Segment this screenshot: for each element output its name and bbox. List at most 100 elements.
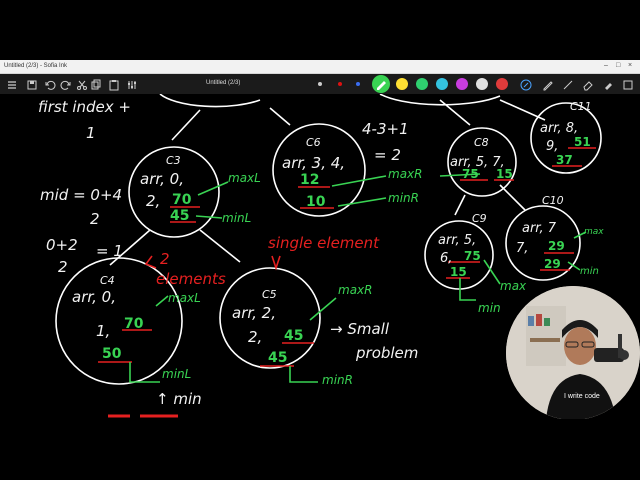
menu-icon[interactable]: [6, 78, 18, 90]
c10-red-underlines: [540, 252, 574, 271]
color-red[interactable]: [496, 78, 508, 90]
eraser-tool-icon[interactable]: [582, 78, 594, 91]
close-icon[interactable]: ×: [628, 62, 633, 69]
small-problem-line1: → Small: [330, 320, 390, 338]
pen-tool-icon[interactable]: [520, 78, 532, 91]
c5-maxr-line: [309, 297, 337, 321]
c10-max-value: 29: [548, 239, 565, 253]
c9-args: arr, 5,: [438, 233, 476, 248]
c10-id: C10: [542, 194, 564, 207]
c4-minl-line: [129, 362, 160, 383]
note-frac-bottom: 2: [58, 258, 68, 276]
c10-args: arr, 7: [522, 221, 557, 236]
c9-min-line: [459, 278, 476, 301]
shapes-tool-icon[interactable]: [622, 78, 634, 90]
undo-icon[interactable]: [44, 78, 56, 90]
minimize-icon[interactable]: –: [604, 62, 608, 69]
color-blue-small[interactable]: [356, 82, 360, 86]
c10-arg2: 7,: [516, 241, 528, 256]
c6-maxr-line: [331, 175, 387, 187]
c6-minr-line: [337, 197, 387, 207]
c3-max-label: maxL: [228, 171, 261, 185]
c9-max-line: [483, 259, 501, 285]
c4-id: C4: [100, 274, 115, 287]
c5-args: arr, 2,: [232, 304, 276, 322]
note-elements: elements: [156, 270, 226, 288]
c9-min-value: 15: [450, 265, 467, 279]
c6-args: arr, 3, 4,: [282, 154, 345, 172]
parent-node-partial-right: [379, 94, 501, 106]
c5-max-value: 45: [284, 328, 303, 344]
maximize-icon[interactable]: □: [616, 62, 621, 69]
node-c3: [128, 146, 220, 238]
c8-min-value: 15: [496, 167, 513, 181]
top-black-bar: [0, 0, 640, 60]
c4-min-value: 50: [102, 346, 122, 362]
c5-min-value: 45: [268, 350, 287, 366]
c11-arg2: 9,: [546, 139, 558, 154]
save-icon[interactable]: [26, 78, 38, 90]
color-green-active[interactable]: [372, 75, 390, 93]
c3-arg2: 2,: [146, 192, 160, 210]
color-cyan[interactable]: [436, 78, 448, 90]
color-white[interactable]: [476, 78, 488, 90]
edge-c8-c9: [454, 194, 466, 216]
c8-id: C8: [474, 136, 489, 149]
cut-icon[interactable]: [76, 78, 88, 90]
node-c11: [530, 102, 602, 174]
small-problem-line2: problem: [355, 344, 418, 362]
node-c10: [505, 205, 581, 281]
c8-args: arr, 5, 7,: [450, 155, 505, 170]
formula-bottom: = 2: [374, 146, 401, 164]
c11-red-underlines: [552, 147, 596, 167]
settings-icon[interactable]: [126, 78, 138, 90]
color-white-small[interactable]: [318, 82, 322, 86]
c10-max-line: [573, 231, 587, 239]
c6-max-label: maxR: [388, 167, 422, 181]
edge-c3-c5: [199, 229, 241, 263]
c4-min-label: minL: [162, 367, 191, 381]
c9-max-value: 75: [464, 249, 481, 263]
c9-arg2: 6,: [440, 251, 452, 266]
c10-min-line: [567, 261, 581, 271]
redo-icon[interactable]: [60, 78, 72, 90]
edge-root-c3: [171, 109, 201, 141]
color-yellow[interactable]: [396, 78, 408, 90]
formula-top: 4-3+1: [362, 120, 409, 138]
paste-icon[interactable]: [108, 78, 120, 91]
c3-id: C3: [166, 154, 181, 167]
window-title: Untitled (2/3) - Sofia Ink: [4, 63, 68, 69]
node-c9: [424, 220, 494, 290]
c5-red-underlines: [260, 342, 314, 367]
shirt-text: I write code: [564, 393, 600, 400]
c11-args: arr, 8,: [540, 121, 578, 136]
single-element-note: single element: [268, 234, 380, 252]
drawing-canvas[interactable]: first index + 1 mid = 0+4 2 0+2 2 = 1 ↑ …: [0, 94, 640, 419]
c9-id: C9: [472, 212, 487, 225]
c6-min-label: minR: [388, 191, 419, 205]
edge-c3-c4: [109, 229, 151, 266]
c3-min-label: minL: [222, 211, 251, 225]
node-c4: [55, 257, 183, 385]
c5-arg2: 2,: [248, 328, 262, 346]
c6-red-underlines: [298, 186, 334, 209]
copy-icon[interactable]: [90, 78, 102, 90]
c3-max-value: 70: [172, 192, 192, 208]
c9-max-label: max: [500, 279, 527, 293]
c4-max-value: 70: [124, 316, 144, 332]
c11-id: C11: [570, 100, 592, 113]
line-tool-icon[interactable]: [562, 78, 574, 90]
c3-minl-line: [195, 215, 223, 219]
node-c6: [272, 123, 366, 217]
presenter-image: I write code: [506, 286, 640, 419]
whiteboard-drawing: first index + 1 mid = 0+4 2 0+2 2 = 1 ↑ …: [38, 94, 604, 418]
color-green[interactable]: [416, 78, 428, 90]
color-red-small[interactable]: [338, 82, 342, 86]
c4-args: arr, 0,: [72, 288, 116, 306]
highlighter-tool-icon[interactable]: [602, 78, 614, 90]
note-mid-formula: mid = 0+4: [40, 186, 122, 204]
node-c8: [447, 127, 517, 197]
color-purple[interactable]: [456, 78, 468, 90]
c5-max-label: maxR: [338, 283, 372, 297]
pencil-tool-icon[interactable]: [542, 78, 554, 91]
